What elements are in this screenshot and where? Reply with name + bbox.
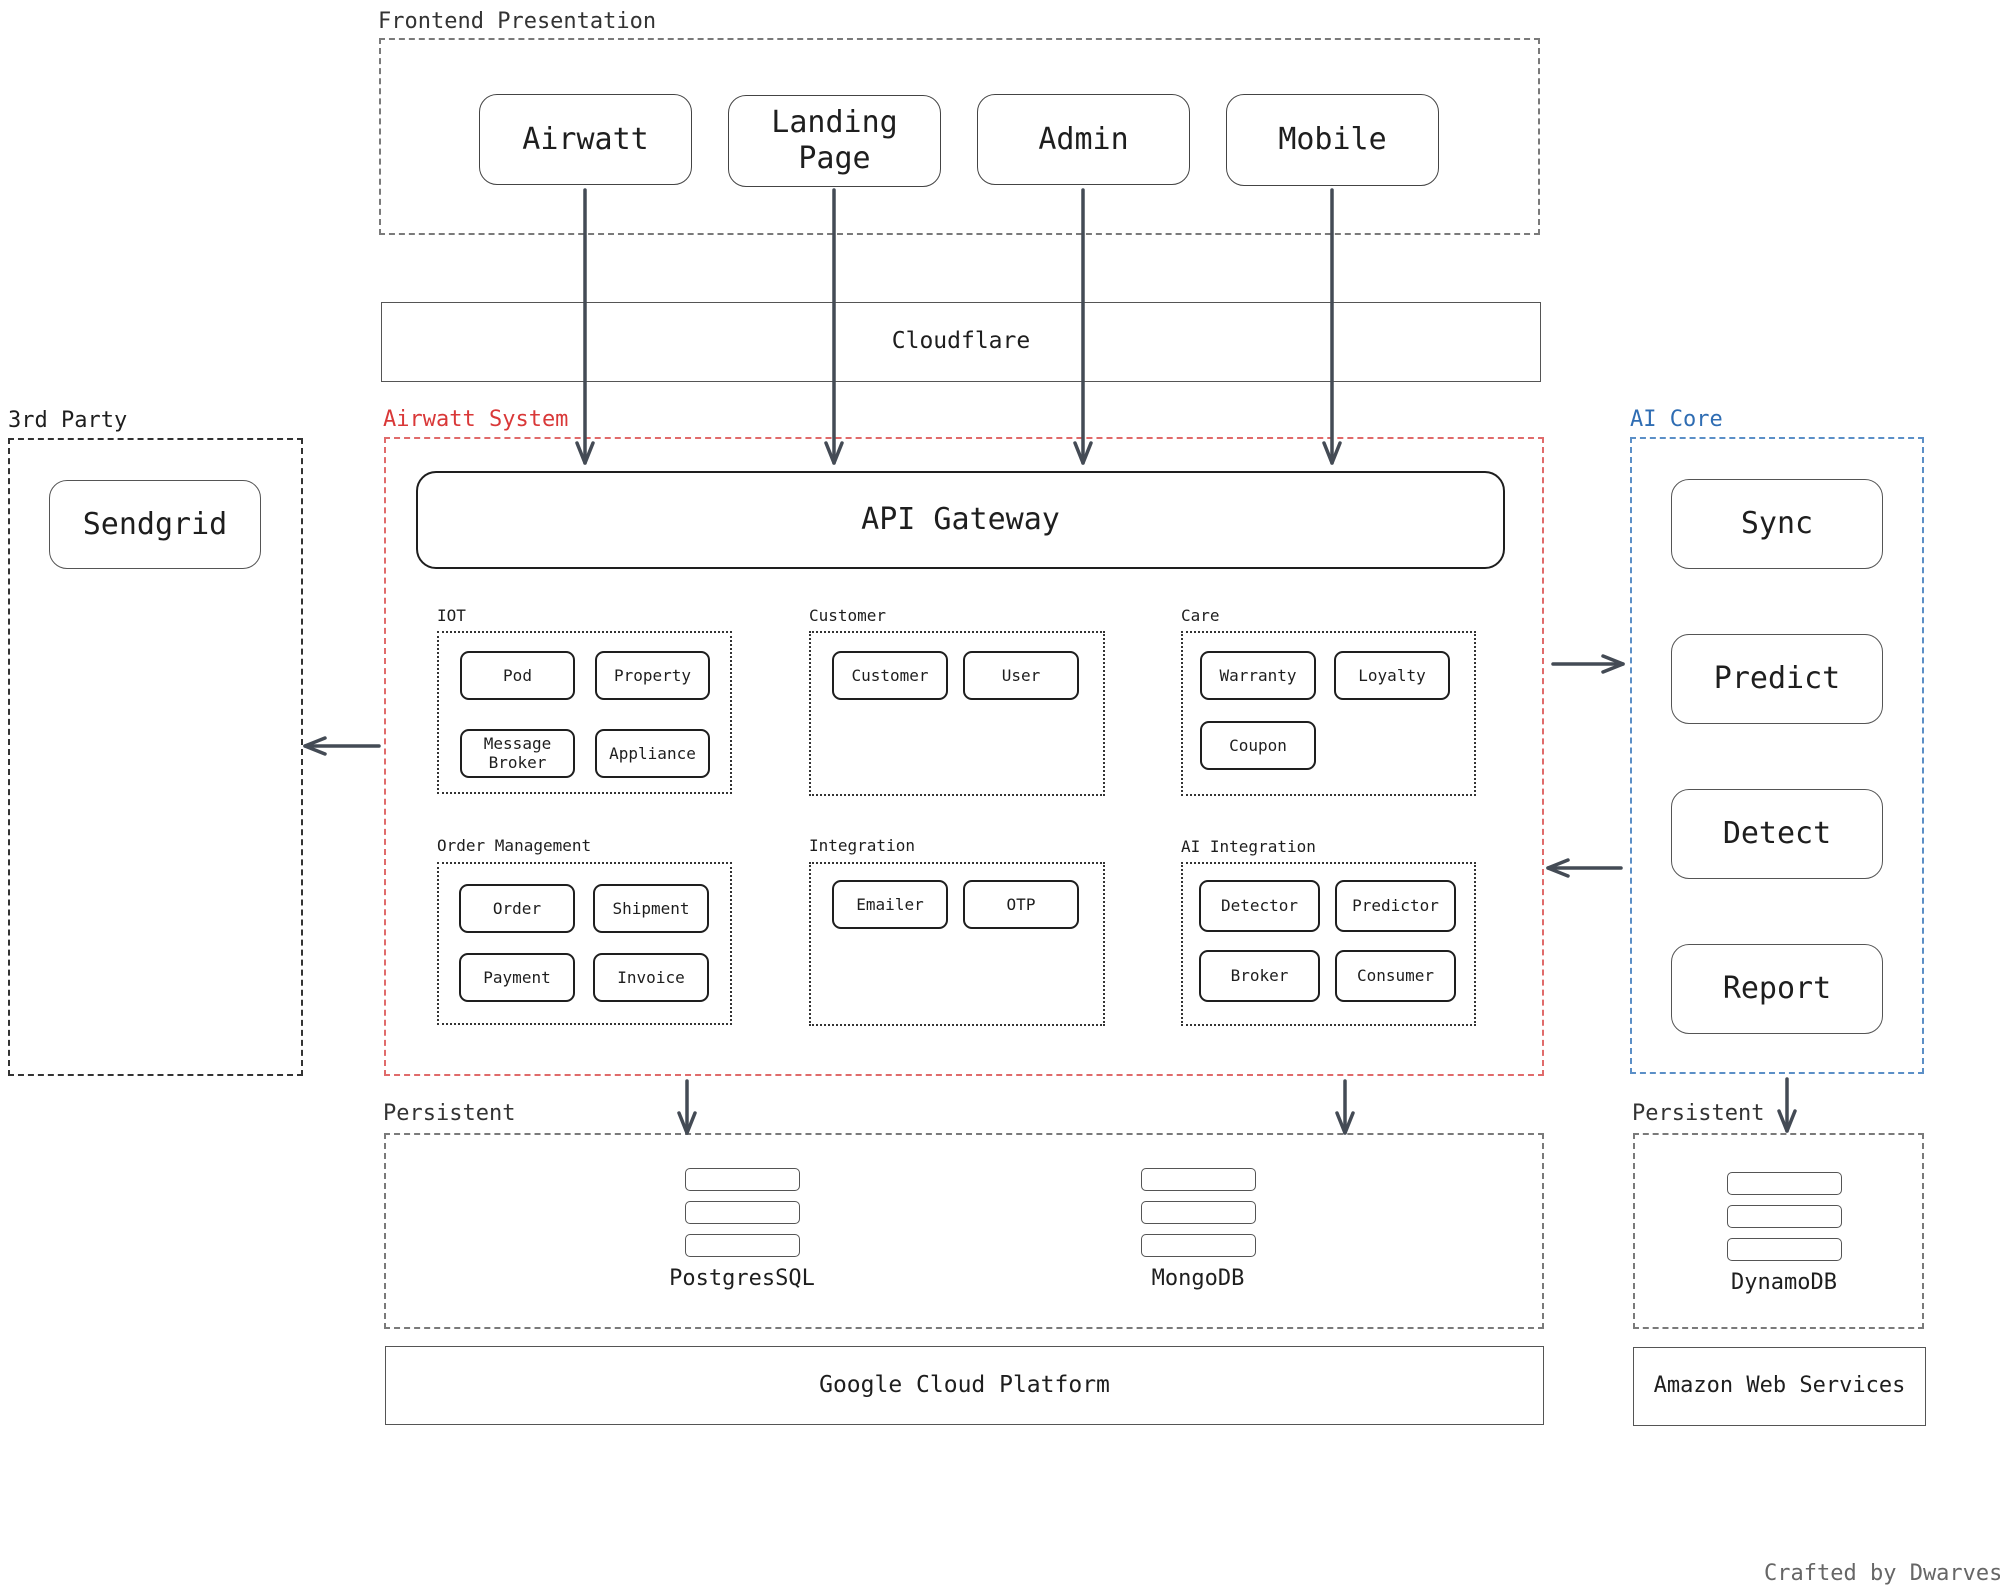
third-party-group [8, 438, 303, 1076]
order-payment[interactable]: Payment [459, 953, 575, 1002]
credit-text: Crafted by Dwarves [1764, 1561, 2000, 1586]
care-warranty[interactable]: Warranty [1200, 651, 1316, 700]
integration-otp[interactable]: OTP [963, 880, 1079, 929]
app-landing-page[interactable]: Landing Page [728, 95, 941, 187]
third-party-label: 3rd Party [8, 408, 128, 433]
customer-customer[interactable]: Customer [832, 651, 948, 700]
arrow-system-to-ai-core [1551, 654, 1625, 674]
module-label-care: Care [1181, 606, 1220, 625]
database-disk-icon [1727, 1238, 1842, 1261]
frontend-group-label: Frontend Presentation [378, 9, 657, 34]
app-airwatt[interactable]: Airwatt [479, 94, 692, 185]
order-invoice[interactable]: Invoice [593, 953, 709, 1002]
database-label-mongodb: MongoDB [1151, 1266, 1245, 1291]
database-disk-icon [685, 1168, 800, 1191]
module-care [1181, 631, 1476, 796]
integration-emailer[interactable]: Emailer [832, 880, 948, 929]
cloudflare-layer: Cloudflare [381, 302, 1541, 382]
database-disk-icon [1727, 1205, 1842, 1228]
arrow-admin-to-gateway [1073, 188, 1093, 465]
ai-core-group [1630, 437, 1924, 1074]
iot-appliance[interactable]: Appliance [595, 729, 710, 778]
api-gateway[interactable]: API Gateway [416, 471, 1505, 569]
sendgrid-service[interactable]: Sendgrid [49, 480, 261, 569]
module-integration [809, 862, 1105, 1026]
arrow-system-to-postgres [677, 1079, 697, 1135]
module-label-order-management: Order Management [437, 836, 592, 855]
database-disk-icon [685, 1234, 800, 1257]
ai-integration-predictor[interactable]: Predictor [1335, 880, 1456, 932]
app-admin[interactable]: Admin [977, 94, 1190, 185]
database-disk-icon [1727, 1172, 1842, 1195]
google-cloud-platform: Google Cloud Platform [385, 1346, 1544, 1425]
module-customer [809, 631, 1105, 796]
database-label-postgres: PostgresSQL [669, 1266, 815, 1291]
order-order[interactable]: Order [459, 884, 575, 933]
persistent-gcp-label: Persistent [383, 1101, 516, 1126]
module-label-integration: Integration [809, 836, 915, 855]
iot-pod[interactable]: Pod [460, 651, 575, 700]
module-label-ai-integration: AI Integration [1181, 837, 1316, 856]
ai-core-detect[interactable]: Detect [1671, 789, 1883, 879]
arrow-ai-core-to-dynamodb [1777, 1077, 1797, 1133]
arrow-airwatt-to-gateway [575, 188, 595, 465]
ai-integration-consumer[interactable]: Consumer [1335, 950, 1456, 1002]
ai-core-label: AI Core [1630, 407, 1723, 432]
database-disk-icon [685, 1201, 800, 1224]
module-order-management [437, 862, 732, 1025]
care-coupon[interactable]: Coupon [1200, 721, 1316, 770]
arrow-ai-core-to-system [1546, 858, 1623, 878]
customer-user[interactable]: User [963, 651, 1079, 700]
frontend-group [379, 38, 1540, 235]
ai-core-sync[interactable]: Sync [1671, 479, 1883, 569]
airwatt-system-group [384, 437, 1544, 1076]
iot-message-broker[interactable]: Message Broker [460, 729, 575, 778]
arrow-system-to-mongodb [1335, 1079, 1355, 1135]
iot-property[interactable]: Property [595, 651, 710, 700]
arrow-mobile-to-gateway [1322, 188, 1342, 465]
module-iot [437, 631, 732, 794]
care-loyalty[interactable]: Loyalty [1334, 651, 1450, 700]
database-disk-icon [1141, 1168, 1256, 1191]
persistent-aws-group [1633, 1133, 1924, 1329]
database-label-dynamodb: DynamoDB [1731, 1270, 1837, 1295]
arrow-landing-to-gateway [824, 188, 844, 465]
arrow-system-to-third-party [303, 736, 381, 756]
module-label-iot: IOT [437, 606, 466, 625]
amazon-web-services: Amazon Web Services [1633, 1347, 1926, 1426]
ai-core-predict[interactable]: Predict [1671, 634, 1883, 724]
system-label: Airwatt System [383, 407, 569, 432]
module-ai-integration [1181, 862, 1476, 1026]
ai-integration-detector[interactable]: Detector [1199, 880, 1320, 932]
ai-core-report[interactable]: Report [1671, 944, 1883, 1034]
database-disk-icon [1141, 1201, 1256, 1224]
ai-integration-broker[interactable]: Broker [1199, 950, 1320, 1002]
app-mobile[interactable]: Mobile [1226, 94, 1439, 186]
persistent-aws-label: Persistent [1632, 1101, 1765, 1126]
database-disk-icon [1141, 1234, 1256, 1257]
module-label-customer: Customer [809, 606, 887, 625]
persistent-gcp-group [384, 1133, 1544, 1329]
order-shipment[interactable]: Shipment [593, 884, 709, 933]
